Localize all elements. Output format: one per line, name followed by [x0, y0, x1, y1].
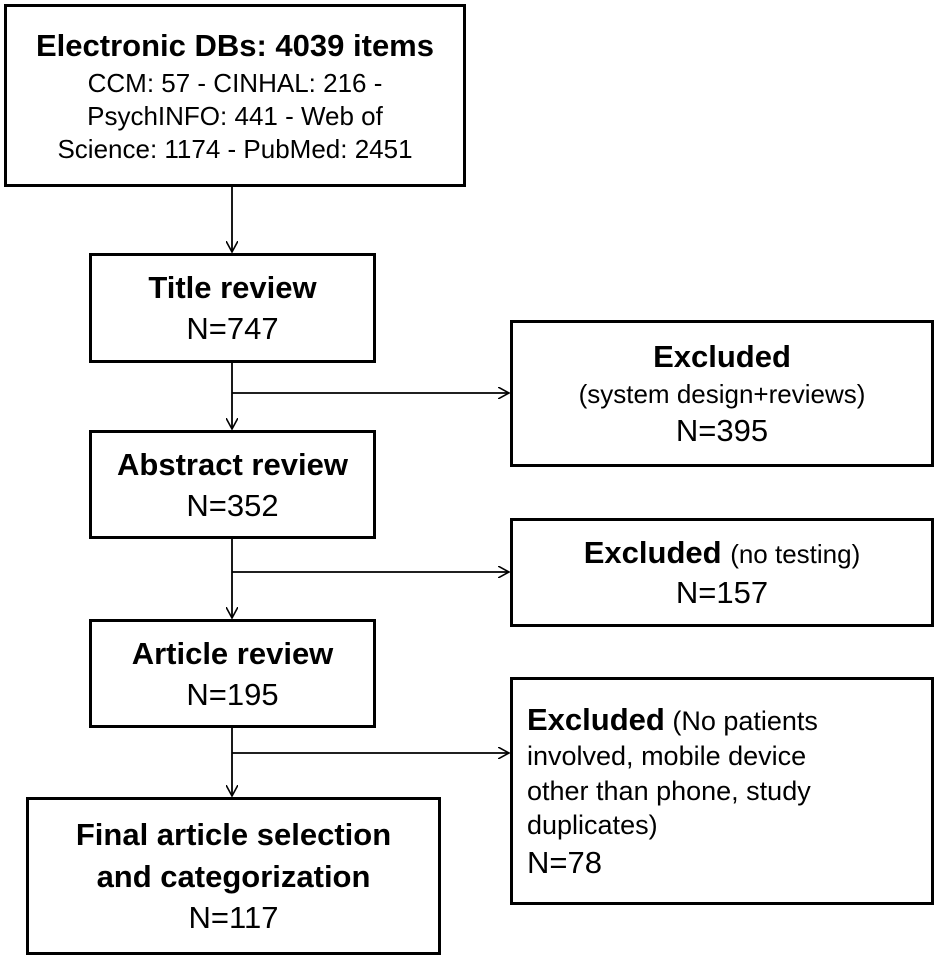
excluded-3-reason-3: other than phone, study: [527, 775, 811, 806]
excluded-box-3: Excluded (No patients involved, mobile d…: [510, 677, 934, 905]
excluded-3-header: Excluded (No patients: [527, 700, 818, 740]
title-review-label: Title review: [148, 270, 317, 306]
abstract-review-box: Abstract review N=352: [89, 430, 376, 539]
excluded-3-reason-4: duplicates): [527, 810, 658, 841]
final-selection-box: Final article selection and categorizati…: [26, 797, 441, 955]
title-review-count: N=747: [186, 311, 279, 347]
excluded-2-title: Excluded: [583, 534, 722, 570]
article-review-label: Article review: [131, 635, 334, 671]
sources-box: Electronic DBs: 4039 items CCM: 57 - CIN…: [4, 4, 466, 187]
excluded-3-reason-1: (No patients: [672, 705, 818, 736]
final-selection-count: N=117: [188, 900, 279, 935]
title-review-box: Title review N=747: [89, 253, 376, 363]
sources-line-2: PsychINFO: 441 - Web of: [87, 100, 383, 131]
article-review-count: N=195: [186, 676, 279, 712]
abstract-review-label: Abstract review: [117, 446, 348, 482]
excluded-box-2: Excluded (no testing) N=157: [510, 518, 934, 627]
abstract-review-count: N=352: [186, 487, 279, 523]
article-review-box: Article review N=195: [89, 619, 376, 728]
excluded-3-title: Excluded: [527, 701, 665, 737]
excluded-box-1: Excluded (system design+reviews) N=395: [510, 320, 934, 467]
final-selection-line-2: and categorization: [96, 859, 371, 895]
excluded-2-header: Excluded (no testing): [584, 533, 861, 573]
sources-line-1: CCM: 57 - CINHAL: 216 -: [87, 67, 383, 98]
final-selection-line-1: Final article selection: [75, 817, 392, 853]
excluded-2-reason: (no testing): [730, 538, 861, 569]
excluded-1-count: N=395: [675, 413, 769, 449]
excluded-3-count: N=78: [527, 844, 602, 880]
excluded-1-reason: (system design+reviews): [578, 378, 866, 409]
sources-title: Electronic DBs: 4039 items: [35, 27, 434, 63]
excluded-3-reason-2: involved, mobile device: [527, 741, 807, 772]
excluded-2-count: N=157: [675, 574, 769, 610]
excluded-1-title: Excluded: [653, 339, 791, 375]
sources-line-3: Science: 1174 - PubMed: 2451: [57, 134, 413, 165]
